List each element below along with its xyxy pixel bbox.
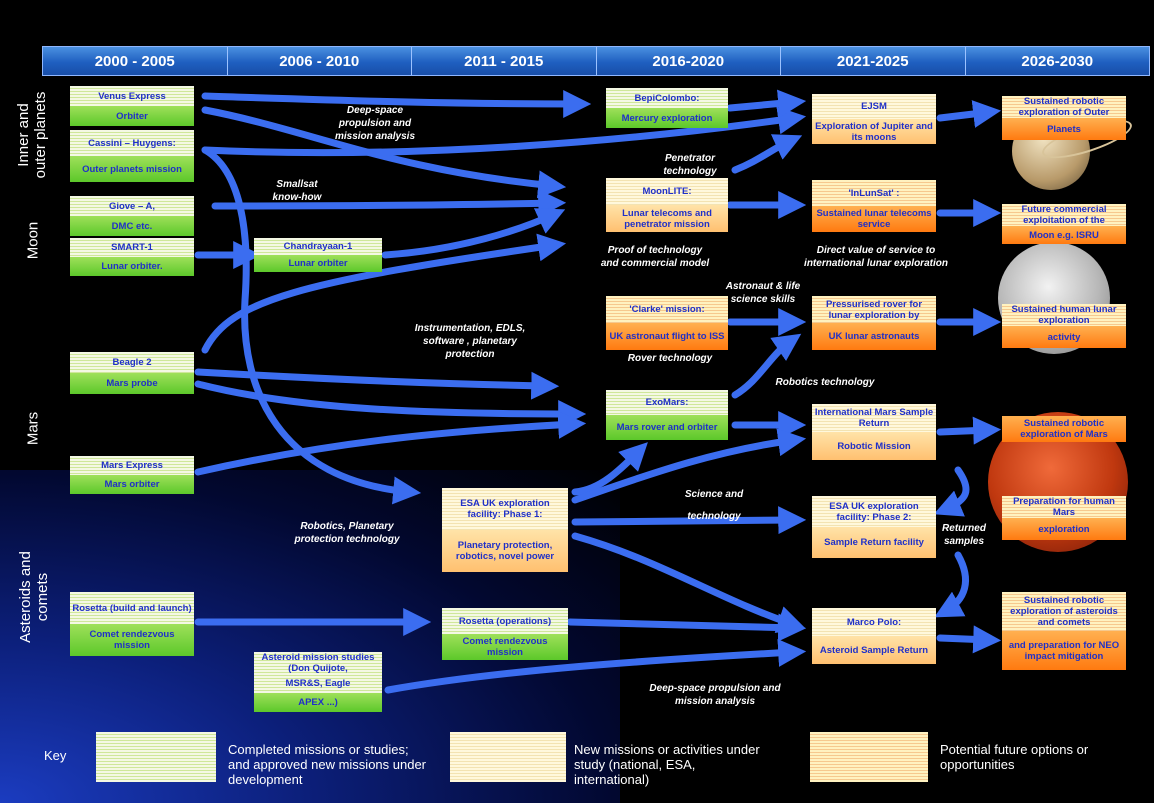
box-bepicolombo: BepiColombo: Mercury exploration — [606, 88, 728, 128]
box-smart1: SMART-1 Lunar orbiter. — [70, 238, 194, 276]
box-rosetta-build: Rosetta (build and launch) Comet rendezv… — [70, 592, 194, 656]
arrow-ejsm-outer — [936, 100, 1002, 128]
box-rosetta-ops: Rosetta (operations) Comet rendezvous mi… — [442, 608, 568, 660]
arrow-p1-p2 — [571, 506, 807, 535]
arrow-venus-bepi — [201, 89, 592, 118]
arrow-p1-exomars — [571, 442, 648, 496]
arrow-marco-future — [936, 625, 1002, 654]
box-giove: Giove – A, DMC etc. — [70, 196, 194, 236]
arrow-marsexp-exomars — [194, 410, 587, 476]
arrow-beagle-exomars2 — [194, 380, 587, 428]
box-moonlite: MoonLITE: Lunar telecoms and penetrator … — [606, 178, 728, 232]
annotation-astronaut: Astronaut & life science skills — [725, 281, 801, 305]
box-human-mars: Preparation for human Mars exploration — [1002, 496, 1126, 540]
period-2: 2006 - 2010 — [227, 47, 412, 75]
annotation-science-tech-1: Science and — [684, 489, 744, 500]
box-marco-polo: Marco Polo: Asteroid Sample Return — [812, 608, 936, 664]
annotation-instrumentation: Instrumentation, EDLS, software , planet… — [414, 323, 526, 360]
box-chandrayaan: Chandrayaan-1 Lunar orbiter — [254, 238, 382, 272]
arrow-p1-marcopolo — [571, 532, 806, 633]
box-venus-express: Venus Express Orbiter — [70, 86, 194, 126]
box-ejsm: EJSM Exploration of Jupiter and its moon… — [812, 94, 936, 144]
box-clarke: 'Clarke' mission: UK astronaut flight to… — [606, 296, 728, 350]
arrow-p1-imsr — [571, 428, 807, 504]
annotation-deep-space-top: Deep-space propulsion and mission analys… — [334, 105, 416, 142]
annotation-rover-tech: Rover technology — [627, 353, 713, 364]
period-1: 2000 - 2005 — [43, 47, 228, 75]
arrow-beagle-up — [201, 233, 567, 354]
box-mars-express: Mars Express Mars orbiter — [70, 456, 194, 494]
key-future: Potential future options or opportunitie… — [940, 742, 1089, 772]
annotation-proof: Proof of technology and commercial model — [600, 245, 710, 269]
arrow-returned-2 — [934, 551, 969, 618]
key-new: New missions or activities under study (… — [574, 742, 760, 787]
arrow-bepi-ejsm — [726, 89, 807, 118]
key-swatch-new — [450, 732, 566, 782]
key-swatch-future — [810, 732, 928, 782]
period-6: 2026-2030 — [965, 47, 1149, 75]
box-exomars: ExoMars: Mars rover and orbiter — [606, 390, 728, 440]
box-pressurised-rover: Pressurised rover for lunar exploration … — [812, 296, 936, 350]
box-esa-phase2: ESA UK exploration facility: Phase 2: Sa… — [812, 496, 936, 558]
box-asteroid-studies: Asteroid mission studies (Don Quijote, M… — [254, 652, 382, 712]
annotation-deep-space-bottom: Deep-space propulsion and mission analys… — [649, 683, 781, 707]
key-swatch-completed — [96, 732, 216, 782]
arrow-returned-1 — [933, 466, 970, 517]
period-5: 2021-2025 — [781, 47, 966, 75]
arrow-giove-moonlite — [211, 189, 567, 218]
box-asteroid-future: Sustained robotic exploration of asteroi… — [1002, 592, 1126, 670]
arrow-rosettaops-marco — [566, 613, 807, 642]
box-human-lunar: Sustained human lunar exploration activi… — [1002, 304, 1126, 348]
annotation-returned: Returned samples — [942, 523, 986, 547]
arrow-asteroid-marco — [384, 638, 807, 694]
annotation-penetrator: Penetrator technology — [663, 153, 717, 177]
box-cassini: Cassini – Huygens: Outer planets mission — [70, 130, 194, 182]
arrow-exomars-rover — [731, 333, 802, 399]
box-outer-planets: Sustained robotic exploration of Outer P… — [1002, 96, 1126, 140]
annotation-robotics-tech: Robotics technology — [775, 377, 875, 388]
arrow-penetrator — [731, 134, 803, 174]
box-esa-phase1: ESA UK exploration facility: Phase 1: Pl… — [442, 488, 568, 572]
key-title: Key — [44, 748, 67, 763]
box-beagle2: Beagle 2 Mars probe — [70, 352, 194, 394]
arrow-chand-moonlite — [381, 208, 566, 259]
arrow-beagle-exomars1 — [194, 368, 560, 400]
box-future-moon: Future commercial exploitation of the Mo… — [1002, 204, 1126, 244]
key-completed: Completed missions or studies; and appro… — [228, 742, 427, 787]
annotation-direct-value: Direct value of service to international… — [804, 245, 948, 269]
box-mars-sample-return: International Mars Sample Return Robotic… — [812, 404, 936, 460]
period-4: 2016-2020 — [596, 47, 781, 75]
box-robotic-mars: Sustained robotic exploration of Mars — [1002, 416, 1126, 442]
timeline-header: 2000 - 2005 2006 - 2010 2011 - 2015 2016… — [42, 46, 1150, 76]
box-inlunsat: 'InLunSat' : Sustained lunar telecoms se… — [812, 180, 936, 232]
annotation-robotics-pp: Robotics, Planetary protection technolog… — [294, 521, 400, 545]
arrow-imsr-robotic — [936, 416, 1002, 445]
period-3: 2011 - 2015 — [412, 47, 597, 75]
annotation-science-tech-2: technology — [687, 511, 741, 522]
annotation-smallsat: Smallsat know-how — [272, 179, 322, 203]
